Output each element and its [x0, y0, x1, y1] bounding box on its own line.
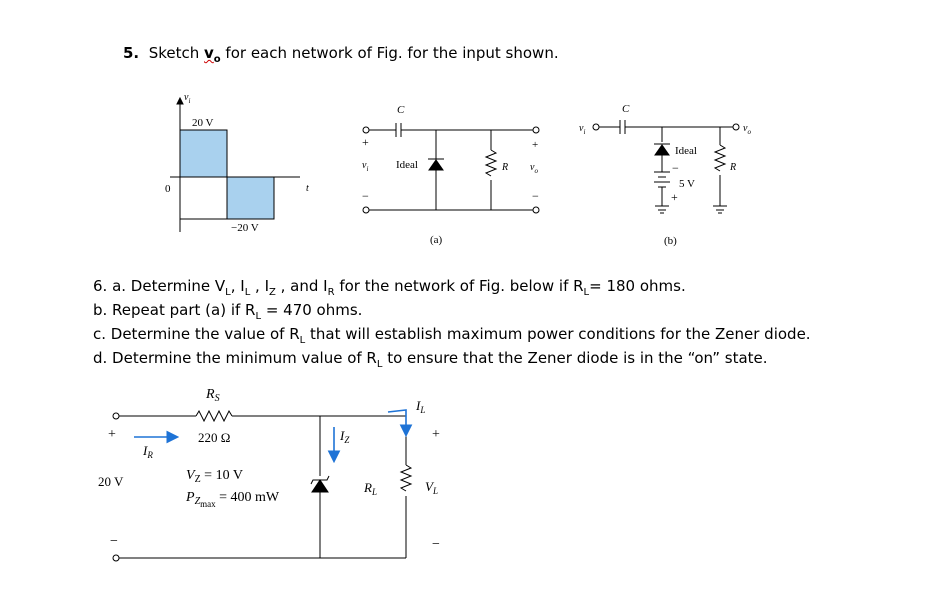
vl-minus: − [432, 537, 440, 552]
input-waveform [170, 96, 300, 232]
diode-label-b: Ideal [675, 145, 697, 157]
circuit-a [362, 123, 540, 214]
source-plus: + [108, 427, 116, 442]
pz-spec: PZmax = 400 mW [185, 490, 280, 509]
question-text-before: Sketch [148, 44, 204, 62]
zener-circuit [112, 409, 413, 562]
input-label-b: vi [579, 123, 585, 136]
vl-label: VL [425, 479, 438, 496]
iz-label: IZ [339, 428, 350, 445]
battery-plus: + [671, 190, 678, 204]
circuit-b [592, 120, 740, 214]
question-number: 5. [123, 44, 140, 62]
question-6b: b. Repeat part (a) if RL = 470 ohms. [93, 301, 363, 322]
question-6c: c. Determine the value of RL that will e… [93, 325, 811, 346]
question-6d: d. Determine the minimum value of RL to … [93, 349, 768, 370]
ir-label: IR [142, 443, 153, 460]
question-6a: 6. a. Determine VL, IL , IZ , and IR for… [93, 277, 686, 298]
waveform-axis-label: vi [184, 92, 190, 105]
waveform-neg-level: −20 V [231, 222, 259, 234]
battery-label: 5 V [679, 178, 695, 190]
resistor-r [484, 149, 498, 177]
rs-label: RS [205, 387, 220, 404]
ideal-diode-b [654, 144, 670, 156]
question-text-after: for each network of Fig. for the input s… [220, 44, 559, 62]
vo-symbol: vo [204, 44, 221, 65]
input-label: vi [362, 160, 368, 173]
il-label: IL [415, 398, 425, 415]
caption-b: (b) [664, 235, 677, 247]
rl-label: RL [363, 480, 377, 497]
output-label: vo [530, 162, 538, 175]
waveform-origin: 0 [165, 183, 171, 195]
resistor-label: R [501, 162, 508, 173]
positive-pulse [179, 129, 228, 178]
rs-value: 220 Ω [198, 430, 230, 445]
capacitor-label: C [397, 104, 405, 116]
resistor-rl [399, 464, 413, 492]
vz-spec: VZ = 10 V [186, 468, 243, 485]
output-plus: + [532, 139, 538, 151]
vl-plus: + [432, 427, 440, 442]
output-label-b: vo [743, 123, 751, 136]
zener-diode [311, 479, 329, 493]
resistor-label-b: R [729, 162, 736, 173]
waveform-time-label: t [306, 183, 309, 194]
source-voltage: 20 V [98, 474, 124, 489]
output-minus: − [532, 189, 539, 203]
resistor-rs [195, 409, 233, 423]
waveform-pos-level: 20 V [192, 117, 214, 129]
resistor-r-b [713, 144, 727, 172]
negative-pulse [226, 176, 275, 220]
ideal-diode [428, 159, 444, 171]
il-arrow [387, 409, 413, 438]
input-plus: + [362, 135, 369, 149]
question-5: 5. Sketch vo for each network of Fig. fo… [123, 44, 559, 65]
capacitor-label-b: C [622, 103, 630, 115]
battery-minus: − [672, 161, 679, 175]
diode-label: Ideal [396, 159, 418, 171]
input-minus: − [362, 189, 369, 203]
source-minus: − [110, 534, 118, 549]
caption-a: (a) [430, 234, 443, 246]
